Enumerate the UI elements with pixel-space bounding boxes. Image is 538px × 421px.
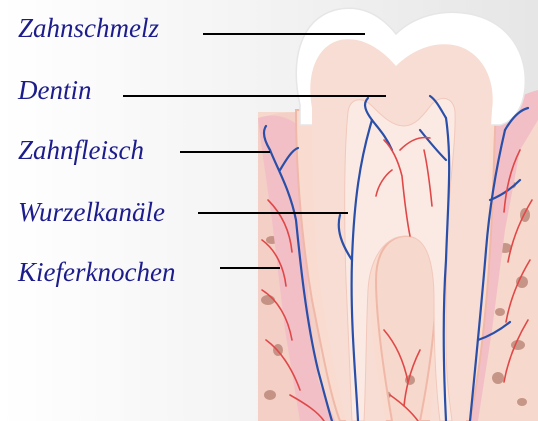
label-enamel: Zahnschmelz [18, 13, 159, 43]
label-jaw-bone: Kieferknochen [18, 257, 175, 287]
label-gum: Zahnfleisch [18, 135, 144, 165]
label-root-canals: Wurzelkanäle [18, 197, 165, 227]
label-dentin: Dentin [18, 75, 92, 105]
